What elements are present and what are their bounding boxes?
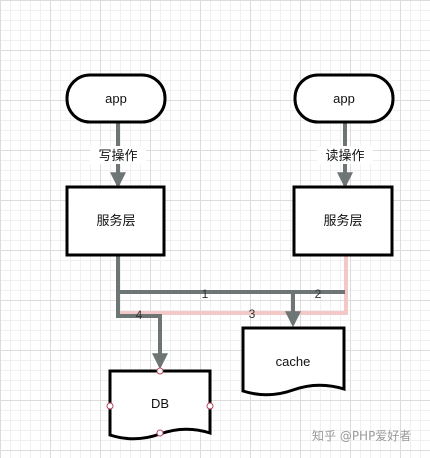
- write-op-label: 写操作: [98, 148, 137, 163]
- service-node-right: 服务层: [292, 185, 394, 257]
- step-1-label: 1: [202, 287, 209, 301]
- read-op-label: 读操作: [325, 148, 364, 163]
- db-connection-point-bottom[interactable]: [156, 429, 164, 437]
- app-node-left-shape: [65, 73, 167, 124]
- write-path: [110, 122, 353, 370]
- service-node-left-shape: [65, 185, 166, 257]
- app-node-right-shape: [293, 73, 395, 124]
- read-op-label-bg: [317, 146, 373, 164]
- write-op-label-bg: [90, 146, 146, 164]
- app-node-right-label: app: [333, 91, 355, 106]
- cache-node: cache: [241, 326, 346, 397]
- db-node-label: DB: [151, 396, 169, 411]
- cache-node-shape: [241, 326, 346, 397]
- write-path-to-cache: [116, 255, 301, 328]
- step-3-label: 3: [249, 307, 256, 321]
- service-node-right-shape: [292, 185, 394, 257]
- db-node: DB: [106, 367, 214, 441]
- service-node-left-label: 服务层: [96, 213, 135, 228]
- db-connection-point-right[interactable]: [206, 402, 214, 410]
- service-node-left: 服务层: [65, 185, 166, 257]
- read-path-line: [118, 255, 348, 315]
- read-path: [118, 255, 348, 315]
- step-4-label: 4: [136, 308, 143, 322]
- app-node-left: app: [65, 73, 167, 124]
- db-connection-point-left[interactable]: [106, 402, 114, 410]
- app-node-right: app: [293, 73, 395, 124]
- write-path-to-db: [116, 292, 168, 370]
- app-node-left-label: app: [105, 91, 127, 106]
- db-connection-point-top[interactable]: [156, 367, 164, 375]
- service-node-right-label: 服务层: [323, 213, 362, 228]
- cache-node-label: cache: [276, 354, 311, 369]
- watermark: 知乎 @PHP爱好者: [312, 429, 411, 443]
- step-2-label: 2: [315, 287, 322, 301]
